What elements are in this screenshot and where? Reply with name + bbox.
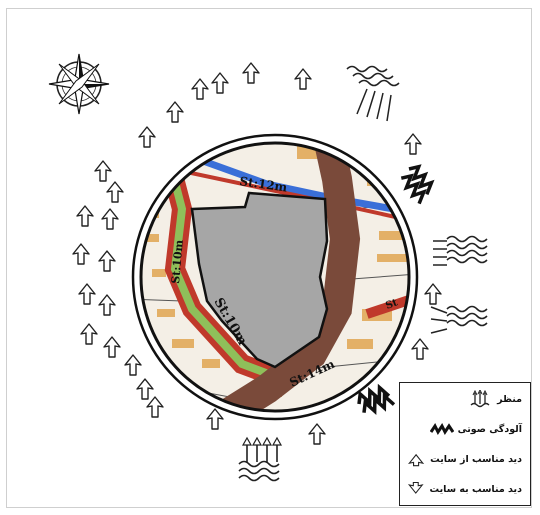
view-arrow-icon xyxy=(125,355,141,375)
legend-item-view-from: دید مناسب از سایت xyxy=(406,447,522,471)
view-arrow-icon xyxy=(405,134,421,154)
view-arrow-icon xyxy=(406,480,426,498)
base-map: St:12m St:10m St:10m St:14m St xyxy=(125,124,427,429)
landscape-arrows-icon xyxy=(347,67,399,122)
view-arrow-icon xyxy=(73,244,89,264)
landscape-arrows-icon xyxy=(239,438,281,481)
legend-label-view-to: دید مناسب به سایت xyxy=(430,484,522,495)
view-arrow-icon xyxy=(192,79,208,99)
view-arrow-icon xyxy=(212,73,228,93)
view-arrow-icon xyxy=(425,284,441,304)
view-arrow-icon xyxy=(77,206,93,226)
noise-pollution-zigzag-icon xyxy=(396,163,437,204)
view-arrow-icon xyxy=(137,379,153,399)
view-arrow-icon xyxy=(99,295,115,315)
landscape-arrows-icon xyxy=(433,237,487,266)
view-arrow-icon xyxy=(139,127,155,147)
map-legend: منظر آلودگی صوتی دید مناسب از سایت دید م… xyxy=(399,382,531,506)
view-arrow-icon xyxy=(81,324,97,344)
landscape-arrows-icon xyxy=(469,390,493,408)
legend-item-view-to: دید مناسب به سایت xyxy=(406,477,522,501)
figure-frame: St:12m St:10m St:10m St:14m St xyxy=(6,8,532,508)
noise-pollution-zigzag-icon xyxy=(430,420,454,438)
view-arrow-icon xyxy=(167,102,183,122)
compass-rose-icon xyxy=(49,54,109,114)
view-arrow-icon xyxy=(95,161,111,181)
view-arrow-icon xyxy=(309,424,325,444)
landscape-arrows-icon xyxy=(431,307,487,334)
legend-label-landscape: منظر xyxy=(497,394,522,405)
view-arrow-icon xyxy=(207,409,223,429)
view-arrow-icon xyxy=(243,63,259,83)
view-arrow-icon xyxy=(107,182,123,202)
view-arrow-icon xyxy=(99,251,115,271)
view-arrow-icon xyxy=(295,69,311,89)
view-arrow-icon xyxy=(406,450,426,468)
legend-label-noise: آلودگی صوتی xyxy=(458,424,522,435)
noise-pollution-zigzag-icon xyxy=(355,382,394,420)
legend-item-landscape: منظر xyxy=(406,387,522,411)
view-arrow-icon xyxy=(147,397,163,417)
legend-item-noise: آلودگی صوتی xyxy=(406,417,522,441)
view-arrow-icon xyxy=(102,209,118,229)
view-arrow-icon xyxy=(79,284,95,304)
view-arrow-icon xyxy=(104,337,120,357)
view-arrow-icon xyxy=(412,339,428,359)
legend-label-view-from: دید مناسب از سایت xyxy=(430,454,522,465)
